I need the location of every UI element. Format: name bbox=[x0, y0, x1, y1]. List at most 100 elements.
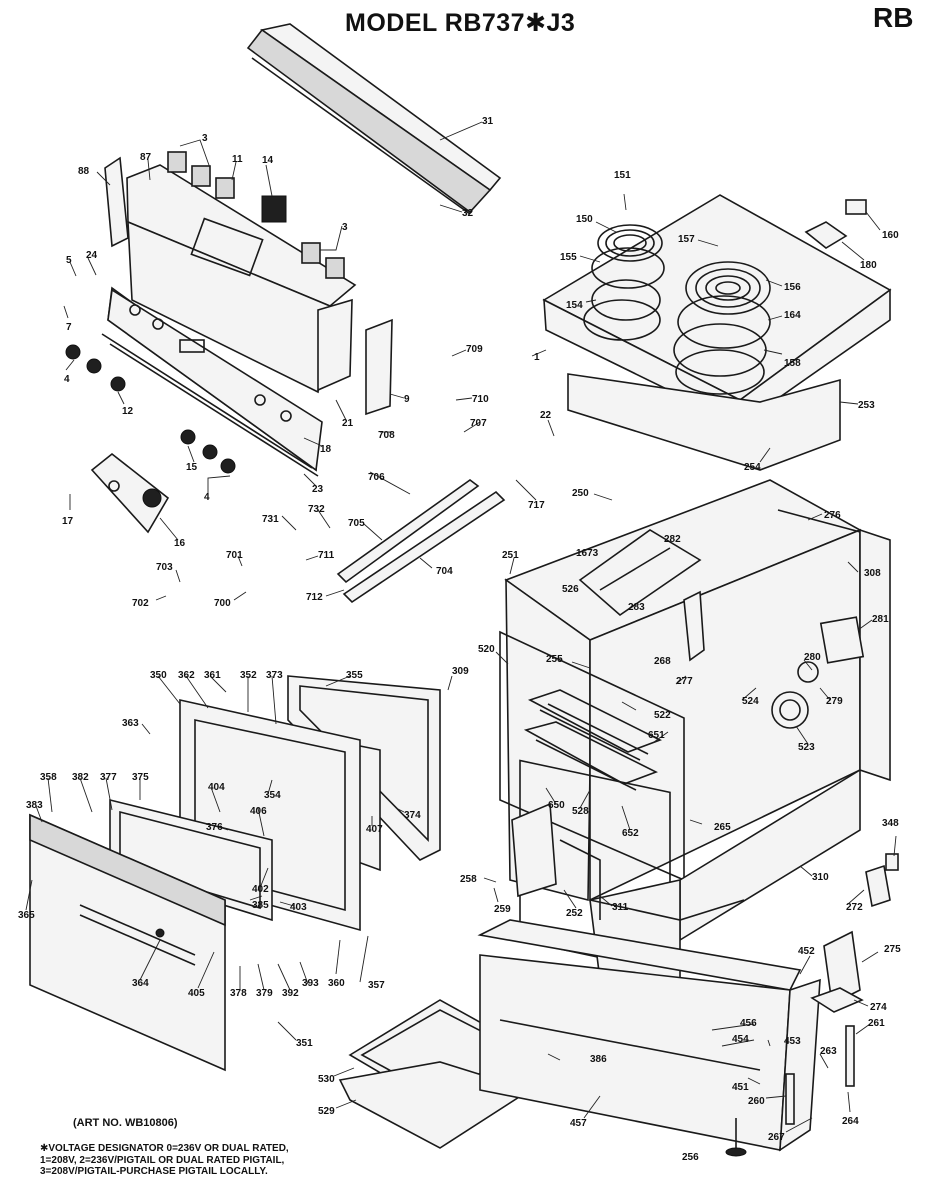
callout-529: 529 bbox=[318, 1106, 335, 1117]
callout-706: 706 bbox=[368, 472, 385, 483]
part-9-trim bbox=[365, 318, 393, 416]
part-31-trim bbox=[246, 23, 502, 215]
callout-180: 180 bbox=[860, 260, 877, 271]
callout-157: 157 bbox=[678, 234, 695, 245]
callout-31: 31 bbox=[482, 116, 494, 127]
callout-361: 361 bbox=[204, 670, 221, 681]
callout-452: 452 bbox=[798, 946, 815, 957]
callout-150: 150 bbox=[576, 214, 593, 225]
callout-717: 717 bbox=[528, 500, 545, 511]
part-87-control-panel bbox=[126, 164, 357, 394]
callout-376: 376 bbox=[206, 822, 223, 833]
callout-158: 158 bbox=[784, 358, 801, 369]
callout-16: 16 bbox=[174, 538, 186, 549]
voltage-designator-note: ✱VOLTAGE DESIGNATOR 0=236V OR DUAL RATED… bbox=[40, 1143, 289, 1178]
callout-357: 357 bbox=[368, 980, 385, 991]
callout-1: 1 bbox=[534, 352, 540, 363]
callout-272: 272 bbox=[846, 902, 863, 913]
callout-274: 274 bbox=[870, 1002, 887, 1013]
callout-392: 392 bbox=[282, 988, 299, 999]
callout-259: 259 bbox=[494, 904, 511, 915]
callout-12: 12 bbox=[122, 406, 134, 417]
callout-267: 267 bbox=[768, 1132, 785, 1143]
outer-door-panel bbox=[29, 813, 226, 1072]
callout-32: 32 bbox=[462, 208, 474, 219]
callout-18: 18 bbox=[320, 444, 332, 455]
callout-731: 731 bbox=[262, 514, 279, 525]
callout-456: 456 bbox=[740, 1018, 757, 1029]
callout-255: 255 bbox=[546, 654, 563, 665]
callout-523: 523 bbox=[798, 742, 815, 753]
callout-256: 256 bbox=[682, 1152, 699, 1163]
callout-454: 454 bbox=[732, 1034, 749, 1045]
callout-407: 407 bbox=[366, 824, 383, 835]
callout-4a: 4 bbox=[64, 374, 70, 385]
callout-530: 530 bbox=[318, 1074, 335, 1085]
callout-701: 701 bbox=[226, 550, 243, 561]
callout-704: 704 bbox=[436, 566, 453, 577]
storage-drawer bbox=[477, 919, 821, 1152]
callout-1673: 1673 bbox=[576, 548, 599, 559]
callout-402: 402 bbox=[252, 884, 269, 895]
callout-406: 406 bbox=[250, 806, 267, 817]
callout-355: 355 bbox=[346, 670, 363, 681]
callout-311: 311 bbox=[612, 902, 629, 913]
part-16-timer bbox=[90, 452, 170, 534]
callout-268: 268 bbox=[654, 656, 671, 667]
model-title: MODEL RB737✱J3 bbox=[345, 9, 576, 37]
light-and-switch-parts bbox=[771, 616, 865, 729]
callout-358: 358 bbox=[40, 772, 57, 783]
callout-651: 651 bbox=[648, 730, 665, 741]
art-number: (ART NO. WB10806) bbox=[73, 1117, 178, 1129]
callout-281: 281 bbox=[872, 614, 889, 625]
callout-374: 374 bbox=[404, 810, 421, 821]
callout-252: 252 bbox=[566, 908, 583, 919]
callout-526: 526 bbox=[562, 584, 579, 595]
part-88-end-cap bbox=[104, 156, 129, 248]
callout-23: 23 bbox=[312, 484, 324, 495]
part-18-front-panel bbox=[101, 286, 323, 477]
callout-404: 404 bbox=[208, 782, 225, 793]
callout-276: 276 bbox=[824, 510, 841, 521]
callout-711: 711 bbox=[318, 550, 335, 561]
callout-5: 5 bbox=[66, 255, 72, 266]
callout-520: 520 bbox=[478, 644, 495, 655]
callout-705: 705 bbox=[348, 518, 365, 529]
callout-351: 351 bbox=[296, 1038, 313, 1049]
callout-310: 310 bbox=[812, 872, 829, 883]
callout-251: 251 bbox=[502, 550, 519, 561]
callout-453: 453 bbox=[784, 1036, 801, 1047]
callout-524: 524 bbox=[742, 696, 759, 707]
callout-258: 258 bbox=[460, 874, 477, 885]
callout-21: 21 bbox=[342, 418, 354, 429]
callout-164: 164 bbox=[784, 310, 801, 321]
callout-702: 702 bbox=[132, 598, 149, 609]
callout-364: 364 bbox=[132, 978, 149, 989]
callout-279: 279 bbox=[826, 696, 843, 707]
callout-708: 708 bbox=[378, 430, 395, 441]
callout-522: 522 bbox=[654, 710, 671, 721]
callout-383: 383 bbox=[26, 800, 43, 811]
callout-451: 451 bbox=[732, 1082, 749, 1093]
callout-528: 528 bbox=[572, 806, 589, 817]
callout-253: 253 bbox=[858, 400, 875, 411]
part-256-leg bbox=[725, 1118, 747, 1157]
callout-707: 707 bbox=[470, 418, 487, 429]
callout-362: 362 bbox=[178, 670, 195, 681]
callout-354: 354 bbox=[264, 790, 281, 801]
note-line: ✱VOLTAGE DESIGNATOR 0=236V OR DUAL RATED… bbox=[40, 1143, 289, 1154]
callout-264: 264 bbox=[842, 1116, 859, 1127]
surface-units bbox=[583, 224, 771, 395]
knobs bbox=[65, 344, 236, 474]
callout-11: 11 bbox=[232, 154, 243, 165]
callout-457: 457 bbox=[570, 1118, 587, 1129]
callout-265: 265 bbox=[714, 822, 731, 833]
leader-lines bbox=[25, 121, 897, 1153]
series-code: RB bbox=[873, 2, 914, 33]
callout-88: 88 bbox=[78, 166, 90, 177]
callout-405: 405 bbox=[188, 988, 205, 999]
callout-7: 7 bbox=[66, 322, 72, 333]
callout-365: 365 bbox=[18, 910, 35, 921]
